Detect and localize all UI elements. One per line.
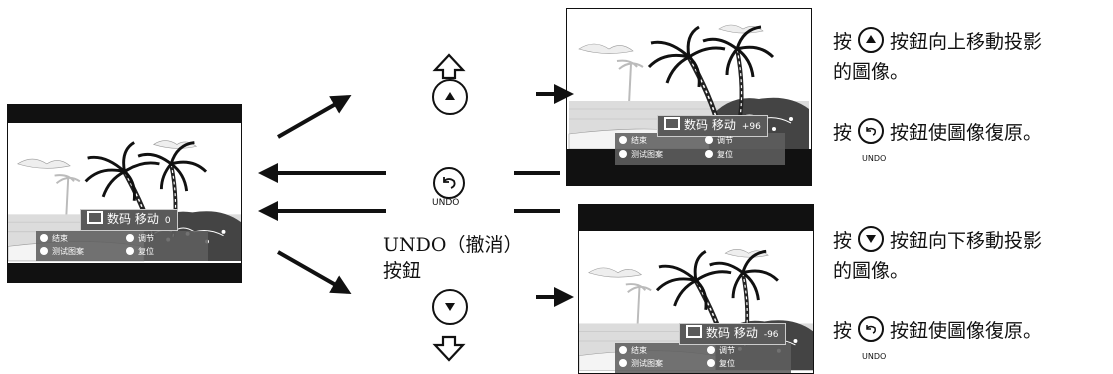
down-arrow-icon — [432, 335, 466, 362]
osd-item-reset: 复位 — [707, 358, 735, 370]
digital-shift-icon — [87, 211, 103, 224]
down-button-icon — [432, 289, 468, 325]
desc-up-restore: 按 UNDO 按鈕使圖像復原。 — [833, 118, 1042, 163]
osd-item-adjust: 调节 — [707, 345, 735, 357]
osd-item-test: 测试图案 — [40, 246, 84, 258]
arrow-diagonal-down — [277, 250, 352, 294]
osd-panel-up — [615, 133, 785, 165]
undo-button-label: UNDO — [432, 198, 460, 208]
osd-item-reset: 复位 — [126, 246, 154, 258]
undo-button-icon: UNDO — [858, 316, 886, 361]
osd-title: 数码 移动 — [107, 212, 159, 226]
up-button-icon — [432, 79, 468, 115]
arrow-diagonal-up — [277, 95, 352, 139]
up-button-icon — [858, 27, 885, 53]
up-arrow-icon — [432, 53, 466, 80]
osd-value-down: -96 — [763, 330, 779, 340]
osd-item-adjust: 调节 — [126, 233, 154, 245]
osd-item-end: 结束 — [40, 233, 68, 245]
undo-caption-line1: UNDO（撤消） — [383, 234, 523, 256]
osd-title-box-down: 数码 移动-96 — [679, 323, 786, 345]
osd-panel-down — [615, 343, 791, 373]
osd-item-end: 结束 — [619, 345, 647, 357]
osd-item-reset: 复位 — [705, 149, 733, 161]
osd-value-up: +96 — [741, 122, 761, 132]
osd-item-end: 结束 — [619, 135, 647, 147]
osd-item-adjust: 调节 — [705, 135, 733, 147]
desc-up: 按按鈕向上移動投影 的圖像。 — [833, 27, 1042, 87]
undo-caption: UNDO（撤消） 按鈕 — [383, 232, 522, 284]
projected-image-shifted-down: 数码 移动-96 结束 调节 测试图案 复位 — [578, 204, 814, 374]
desc-down-line2: 的圖像。 — [833, 260, 910, 282]
osd-title-box: 数码 移动 0 — [80, 209, 178, 231]
desc-down: 按按鈕向下移動投影 的圖像。 — [833, 226, 1042, 286]
osd-item-test: 测试图案 — [619, 358, 663, 370]
digital-shift-icon — [664, 117, 680, 130]
undo-caption-line2: 按鈕 — [383, 260, 422, 282]
undo-button-icon — [433, 167, 465, 199]
digital-shift-icon — [686, 325, 702, 338]
osd-panel — [36, 231, 208, 261]
osd-item-test: 测试图案 — [619, 149, 663, 161]
osd-title-box-up: 数码 移动+96 — [657, 115, 768, 137]
projected-image-shifted-up: 数码 移动+96 结束 调节 测试图案 复位 — [566, 8, 812, 186]
projected-image-original: 数码 移动 0 结束 调节 测试图案 复位 — [7, 104, 242, 283]
desc-down-restore: 按 UNDO 按鈕使圖像復原。 — [833, 316, 1042, 361]
down-button-icon — [858, 226, 885, 252]
osd-value: 0 — [164, 216, 171, 226]
undo-button-icon: UNDO — [858, 118, 886, 163]
desc-up-line2: 的圖像。 — [833, 61, 910, 83]
